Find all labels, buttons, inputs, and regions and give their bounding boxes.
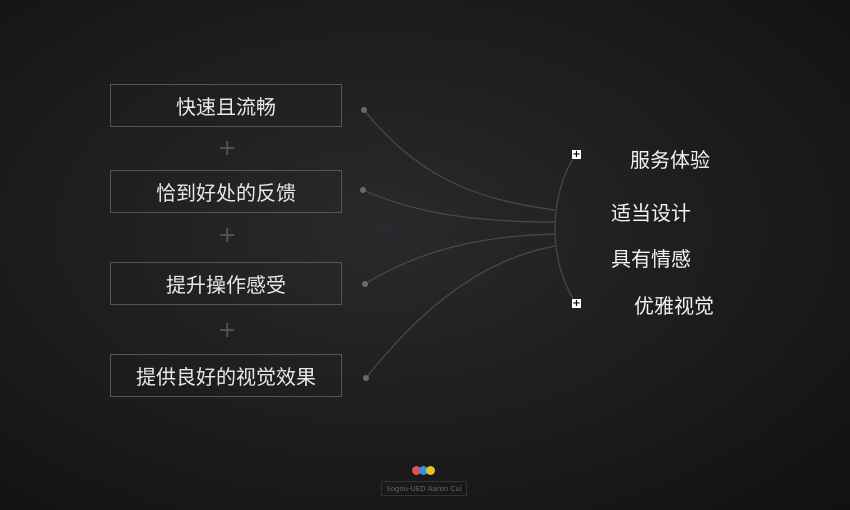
logo-dots xyxy=(412,466,435,475)
left-item-4: 提供良好的视觉效果 xyxy=(110,354,342,397)
dot-2 xyxy=(360,187,366,193)
dot-3 xyxy=(362,281,368,287)
left-item-2: 恰到好处的反馈 xyxy=(110,170,342,213)
dot-1 xyxy=(361,107,367,113)
dot-4 xyxy=(363,375,369,381)
connector-1 xyxy=(363,109,556,211)
logo-dot-red xyxy=(412,466,421,475)
plus-sign: + xyxy=(218,223,237,248)
plus-sign: + xyxy=(218,136,237,161)
right-item-1: 服务体验 xyxy=(630,148,710,172)
logo-dot-blue xyxy=(419,466,428,475)
plus-sign: + xyxy=(218,318,237,343)
expand-icon[interactable]: + xyxy=(571,148,582,160)
connector-3 xyxy=(364,233,556,285)
credit-label: Sogou-UED Aaron Cui xyxy=(381,481,467,496)
bracket-arc xyxy=(554,153,577,304)
right-item-3: 具有情感 xyxy=(611,247,691,271)
right-item-2: 适当设计 xyxy=(611,201,691,225)
left-item-1: 快速且流畅 xyxy=(110,84,342,127)
logo-dot-yellow xyxy=(426,466,435,475)
connector-4 xyxy=(365,245,556,379)
right-item-4: 优雅视觉 xyxy=(634,294,714,318)
left-item-3: 提升操作感受 xyxy=(110,262,342,305)
connector-2 xyxy=(362,189,556,223)
expand-icon[interactable]: + xyxy=(571,297,582,309)
